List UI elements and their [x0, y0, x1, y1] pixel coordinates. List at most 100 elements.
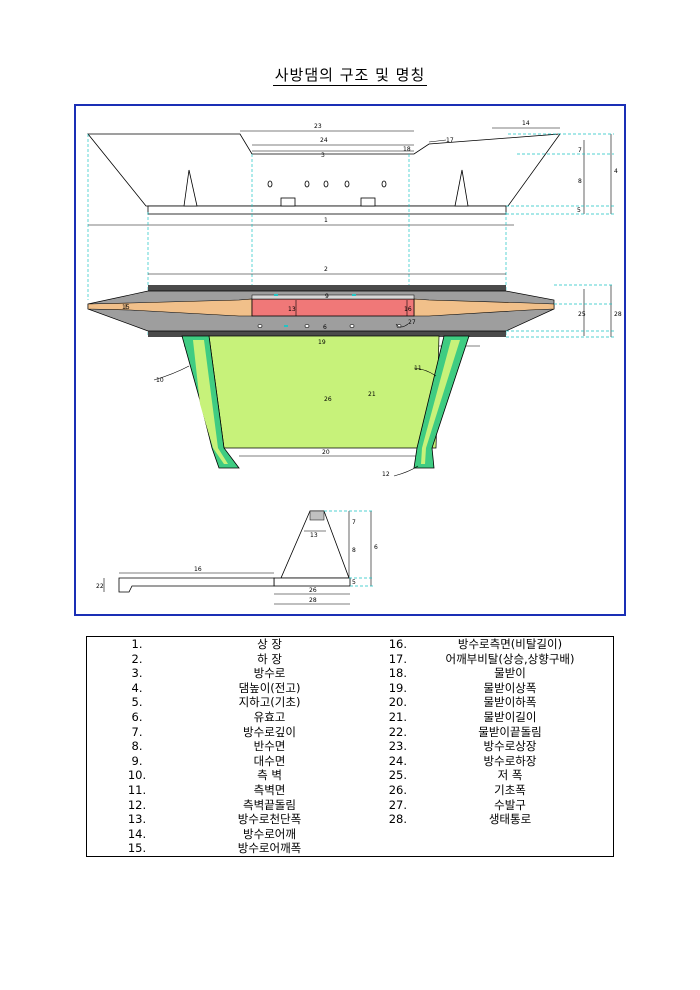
label-side-5: 5: [352, 579, 356, 586]
label-16: 16: [404, 306, 412, 313]
legend-name: 방수로하장: [483, 753, 537, 768]
label-3: 3: [321, 152, 325, 159]
legend-row: 9. 대수면 24. 방수로하장: [87, 754, 614, 769]
legend-name: 측벽면: [253, 782, 286, 797]
legend-row: 3. 방수로 18. 물받이: [87, 666, 614, 681]
legend-number: [352, 827, 407, 842]
legend-name: 물받이길이: [483, 709, 537, 724]
legend-number: 3.: [131, 666, 143, 681]
legend-number: 27.: [388, 797, 407, 812]
legend-number: 16.: [388, 637, 407, 651]
legend-number: 2.: [131, 651, 143, 666]
legend-row: 2. 하 장 17. 어깨부비탈(상승,상향구배): [87, 652, 614, 667]
legend-name: 저 폭: [497, 768, 523, 783]
label-23: 23: [314, 123, 322, 130]
legend-number: 12.: [127, 797, 147, 812]
label-11: 11: [414, 365, 422, 372]
label-1: 1: [324, 217, 328, 224]
label-14: 14: [522, 120, 530, 127]
label-4: 4: [614, 168, 618, 175]
legend-row: 14. 방수로어깨: [87, 827, 614, 842]
front-elevation: 23 24 3 18 17 14 7 8 5 4 1: [87, 120, 618, 336]
legend-number: 14.: [127, 826, 147, 841]
legend-name: 생태통로: [488, 812, 532, 827]
label-2: 2: [324, 266, 328, 273]
legend-name: 어깨부비탈(상승,상향구배): [445, 651, 575, 666]
legend-number: 9.: [131, 753, 143, 768]
legend-number: 25.: [388, 768, 407, 783]
legend-name: 방수로천단폭: [237, 812, 302, 827]
legend-name: 상 장: [257, 637, 282, 651]
legend-name: 방수로깊이: [243, 724, 296, 739]
label-9: 9: [325, 293, 329, 300]
legend-number: 8.: [131, 739, 143, 754]
label-12: 12: [382, 471, 390, 478]
legend-name: 지하고(기초): [238, 695, 301, 710]
legend-name: 방수로: [253, 666, 286, 681]
label-10: 10: [156, 377, 164, 384]
legend-number: 18.: [388, 666, 407, 681]
legend-number: 10.: [127, 768, 147, 783]
legend-name: 물받이하폭: [483, 695, 537, 710]
label-side-13: 13: [310, 532, 318, 539]
legend-number: 4.: [131, 680, 143, 695]
legend-name: 방수로어깨: [243, 826, 296, 841]
label-18: 18: [403, 146, 411, 153]
plan-view: 2 9 6 13 16 15 25 28 27 19 10 11 21 26 2…: [87, 266, 622, 478]
legend-number: 19.: [388, 680, 407, 695]
label-side-7: 7: [352, 519, 356, 526]
label-24: 24: [320, 137, 328, 144]
label-8: 8: [578, 178, 582, 185]
label-side-8: 8: [352, 547, 356, 554]
page-title: 사방댐의 구조 및 명칭: [272, 66, 428, 86]
label-26: 26: [324, 396, 332, 403]
legend-row: 15.방수로어깨폭: [87, 841, 614, 856]
legend-name: 반수면: [253, 739, 286, 754]
legend-name: [407, 841, 614, 856]
legend-name: 댐높이(전고): [238, 680, 301, 695]
legend-number: 28.: [388, 812, 407, 827]
label-28: 28: [614, 311, 622, 318]
legend-name: 측벽끝돌림: [243, 797, 296, 812]
label-side-22: 22: [96, 583, 104, 590]
label-17: 17: [446, 137, 454, 144]
label-side-26: 26: [309, 587, 317, 594]
dam-diagram: 23 24 3 18 17 14 7 8 5 4 1: [74, 104, 626, 616]
legend-name: 물받이: [494, 666, 526, 681]
label-side-6: 6: [374, 544, 378, 551]
label-19: 19: [318, 339, 326, 346]
legend-number: 15.: [127, 841, 147, 856]
legend-number: 21.: [388, 709, 407, 724]
legend-name: 물받이상폭: [483, 680, 537, 695]
label-5: 5: [577, 207, 581, 214]
label-side-16: 16: [194, 566, 202, 573]
legend-name: 수발구: [494, 797, 526, 812]
legend-name: 물받이끝돌림: [478, 724, 542, 739]
legend-number: 17.: [388, 651, 407, 666]
label-25: 25: [578, 311, 586, 318]
legend-name: 하 장: [257, 651, 282, 666]
legend-name: [407, 827, 614, 842]
legend-name: 대수면: [253, 753, 286, 768]
legend-row: 5.지하고(기초)20.물받이하폭: [87, 695, 614, 710]
label-20: 20: [322, 449, 330, 456]
label-21: 21: [368, 391, 376, 398]
legend-number: 24.: [388, 753, 407, 768]
label-13: 13: [288, 306, 296, 313]
legend-number: 11.: [127, 782, 147, 797]
label-7: 7: [578, 147, 582, 154]
legend-row: 12. 측벽끝돌림 27. 수발구: [87, 798, 614, 813]
legend-number: 5.: [131, 695, 143, 710]
label-27: 27: [408, 319, 416, 326]
legend-number: 23.: [388, 739, 407, 754]
legend-number: [352, 841, 407, 856]
legend-row: 4. 댐높이(전고) 19. 물받이상폭: [87, 681, 614, 696]
legend-name: 기초폭: [494, 782, 526, 797]
